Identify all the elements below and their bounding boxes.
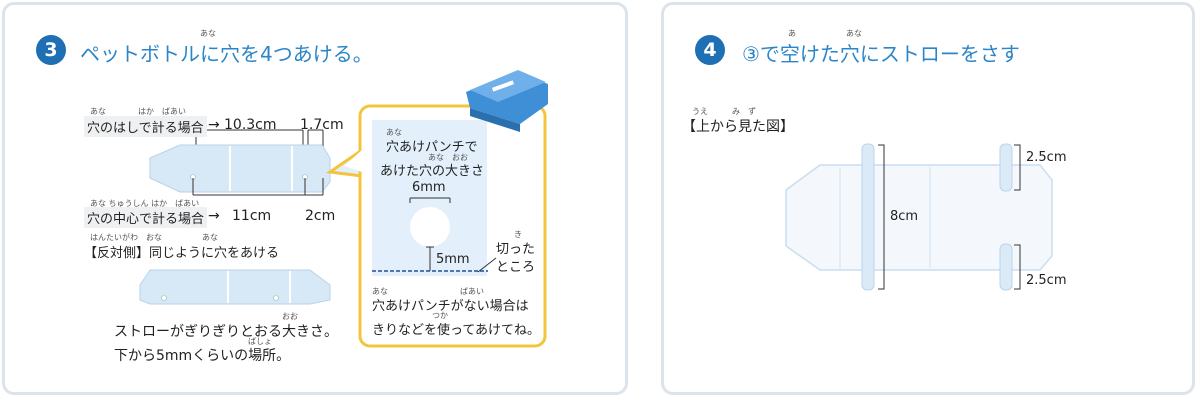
- straw-note-2-ruby: ばしょ: [248, 337, 272, 346]
- step4-title-ruby-1: あ: [788, 29, 796, 38]
- hole-punch-icon: [466, 70, 548, 132]
- callout-cut-ruby: き: [514, 230, 522, 239]
- callout-head-2-ruby: あな おお: [428, 153, 468, 162]
- callout-hole-size: 6mm: [412, 180, 446, 195]
- arrow-edge: →: [208, 117, 220, 133]
- step3-title-ruby: あな: [200, 29, 216, 38]
- callout-cut-2: ところ: [496, 260, 536, 275]
- opposite-side-note: 【反対側】同じように穴をあける: [84, 246, 280, 261]
- label-edge-measure: 穴のはしで計る場合: [84, 116, 207, 137]
- value-edge-small: 1.7cm: [300, 117, 344, 133]
- value-center-main: 11cm: [232, 208, 272, 224]
- step4-title: ③で空けた穴にストローをさす: [742, 42, 1020, 66]
- bottle-side-view: [149, 144, 331, 193]
- straw-short-top: [999, 143, 1013, 192]
- label-center-measure: 穴の中心で計る場合: [84, 207, 208, 228]
- straw-note-2: 下から5mmくらいの場所。: [114, 348, 291, 364]
- step4-number-badge: 4: [695, 35, 725, 65]
- straw-note-1-ruby: おお: [282, 312, 298, 321]
- dim-top: 2.5cm: [1026, 150, 1067, 165]
- callout-cut-1: 切った: [496, 242, 536, 257]
- opposite-ruby: はんたいがわ おな あな: [90, 233, 218, 242]
- callout-head-1-ruby: あな: [386, 128, 402, 137]
- arrow-center: →: [208, 208, 220, 224]
- step3-title: ペットボトルに穴を4つあける。: [80, 42, 373, 66]
- value-edge-main: 10.3cm: [224, 117, 277, 133]
- straw-note-1: ストローがぎりぎりとおる大きさ。: [114, 324, 338, 340]
- straw-long: [861, 143, 875, 291]
- value-center-small: 2cm: [305, 208, 336, 224]
- view-label-ruby: うえ み ず: [692, 107, 756, 116]
- callout-no-punch-1-ruby: あな ばあい: [372, 287, 484, 296]
- bottle-opposite-view: [139, 269, 331, 305]
- dim-middle: 8cm: [890, 209, 919, 224]
- callout-no-punch-2: きりなどを使ってあけてね。: [372, 323, 540, 338]
- callout-hole-height: 5mm: [436, 252, 470, 267]
- label-center-ruby: あな ちゅうしん はか ばあい: [90, 199, 200, 208]
- dim-bottom: 2.5cm: [1026, 273, 1067, 288]
- callout-head-1: 穴あけパンチで: [386, 140, 478, 155]
- callout-no-punch-1: 穴あけパンチがない場合は: [372, 299, 529, 314]
- straw-short-bottom: [999, 243, 1013, 291]
- top-view-label: 【上から見た図】: [682, 119, 794, 135]
- callout-head-2: あけた穴の大きさ: [380, 164, 485, 179]
- step4-title-ruby-2: あな: [846, 29, 862, 38]
- callout-no-punch-2-ruby: つか: [432, 311, 448, 320]
- hole-diagram: [410, 207, 450, 247]
- step3-number-badge: 3: [36, 35, 66, 65]
- label-edge-ruby: あな はか ばあい: [90, 107, 186, 116]
